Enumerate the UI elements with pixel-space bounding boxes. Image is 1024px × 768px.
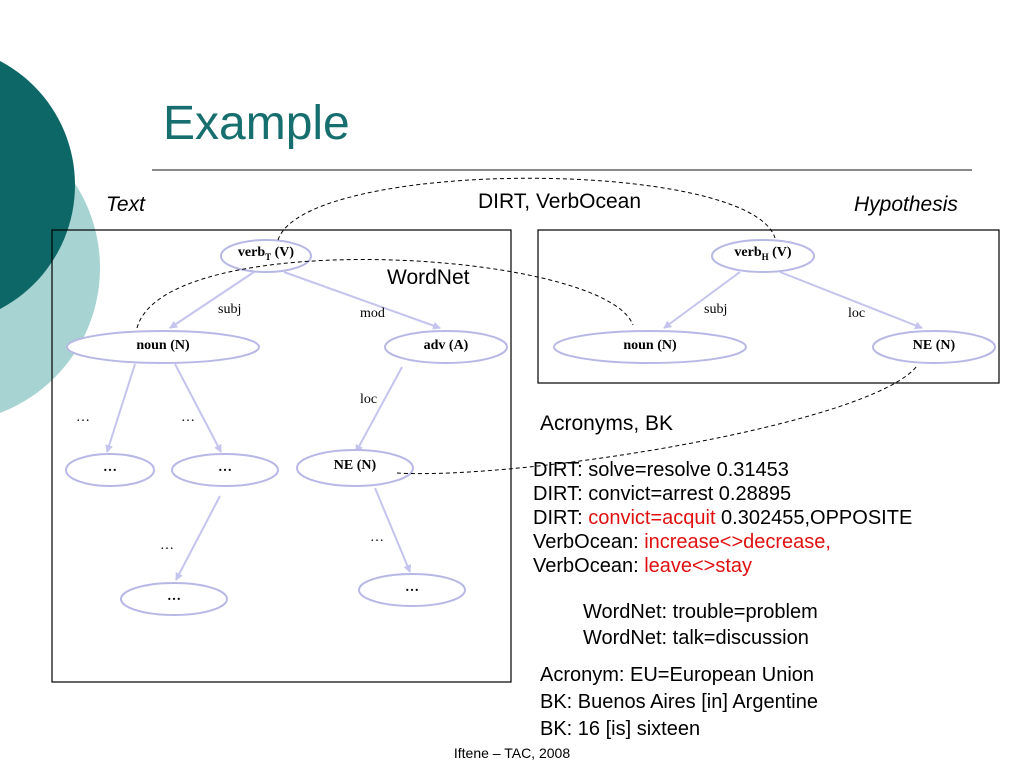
rule-line: VerbOcean: increase<>decrease, xyxy=(533,530,912,554)
rule-highlight: convict=acquit xyxy=(588,507,716,529)
text-caption: Text xyxy=(106,193,145,216)
node-hyp-verb-sub: H xyxy=(761,251,769,262)
rule-line: DIRT: solve=resolve 0.31453 xyxy=(533,458,912,482)
link-label-wordnet: WordNet xyxy=(387,266,470,289)
node-text-ne xyxy=(296,449,414,487)
node-hyp-ne xyxy=(872,330,996,364)
edge-verb-noun xyxy=(169,271,255,329)
edge-verb-adv xyxy=(283,271,441,330)
edge-label-loc: loc xyxy=(360,392,378,407)
rule-suffix: convict=arrest 0.28895 xyxy=(588,483,792,505)
footer: Iftene – TAC, 2008 xyxy=(453,745,571,761)
hyp-edge-label-loc: loc xyxy=(848,306,866,321)
node-text-leaf2-label: … xyxy=(218,460,232,475)
node-text-leaf1 xyxy=(65,453,155,487)
edge-noun-leaf1 xyxy=(105,363,136,453)
node-text-ne-label: NE (N) xyxy=(333,458,377,473)
edge-hverb-ne xyxy=(779,271,923,330)
hypothesis-tree-box xyxy=(537,229,1000,384)
node-hyp-verb-label: verbH (V) xyxy=(712,245,814,262)
wordnet-rules: WordNet: trouble=problem WordNet: talk=d… xyxy=(583,599,818,651)
node-text-leaf4 xyxy=(358,573,466,607)
node-hyp-ne-label: NE (N) xyxy=(912,338,956,353)
edge-leaf2-leaf3 xyxy=(175,495,221,581)
rule-prefix: DIRT: xyxy=(533,483,589,505)
rule-prefix: DIRT: xyxy=(533,459,589,481)
node-text-noun-label: noun (N) xyxy=(136,338,190,353)
edge-hverb-noun xyxy=(663,271,741,329)
link-dirt-verbocean xyxy=(277,177,776,241)
node-hyp-verb-tail: (V) xyxy=(768,245,792,260)
node-text-leaf3-label: … xyxy=(167,589,181,604)
edge-noun-leaf2 xyxy=(174,363,222,453)
acronym-bk-rule: BK: 16 [is] sixteen xyxy=(540,718,701,740)
wordnet-rule: WordNet: talk=discussion xyxy=(583,627,809,649)
node-text-verb-main: verb xyxy=(237,245,266,260)
edge-label-dots1: … xyxy=(76,410,90,425)
rule-highlight: increase<>decrease, xyxy=(644,531,831,553)
node-text-adv xyxy=(384,330,508,364)
node-text-verb-tail: (V) xyxy=(271,245,295,260)
edge-label-dots2: … xyxy=(181,410,195,425)
link-wordnet xyxy=(136,259,634,329)
page-title: Example xyxy=(163,97,350,150)
node-hyp-noun xyxy=(553,330,747,364)
acronym-bk-rule: Acronym: EU=European Union xyxy=(540,664,815,686)
edge-label-dots4: … xyxy=(370,530,384,545)
rule-line: DIRT: convict=acquit 0.302455,OPPOSITE xyxy=(533,506,912,530)
node-text-noun xyxy=(66,330,260,364)
hypothesis-caption: Hypothesis xyxy=(854,193,958,216)
node-text-adv-label: adv (A) xyxy=(423,338,469,353)
rule-prefix: DIRT: xyxy=(533,507,589,529)
node-text-verb-label: verbT (V) xyxy=(221,245,311,262)
acronym-bk-rules: Acronym: EU=European Union BK: Buenos Ai… xyxy=(540,662,818,743)
node-hyp-verb xyxy=(711,239,815,273)
link-acronyms-bk xyxy=(396,365,918,475)
edge-label-dots3: … xyxy=(160,538,174,553)
node-text-leaf3 xyxy=(120,582,228,616)
link-label-acronyms-bk: Acronyms, BK xyxy=(540,412,674,435)
rule-suffix: solve=resolve 0.31453 xyxy=(588,459,789,481)
rule-line: DIRT: convict=arrest 0.28895 xyxy=(533,482,912,506)
edge-label-mod: mod xyxy=(360,306,385,321)
node-hyp-noun-label: noun (N) xyxy=(623,338,677,353)
hyp-edge-label-subj: subj xyxy=(704,302,728,317)
node-text-verb xyxy=(220,239,312,273)
rule-highlight: leave<>stay xyxy=(644,555,753,577)
rule-line: VerbOcean: leave<>stay xyxy=(533,554,912,578)
node-text-leaf2 xyxy=(171,453,279,487)
link-label-dirt-verbocean: DIRT, VerbOcean xyxy=(478,190,642,213)
dark-circle xyxy=(0,61,75,309)
rule-prefix: VerbOcean: xyxy=(533,531,645,553)
edge-ne-leaf4 xyxy=(374,487,411,573)
dirt-verbocean-rules: DIRT: solve=resolve 0.31453 DIRT: convic… xyxy=(533,458,912,578)
text-tree-box xyxy=(51,229,512,683)
edge-label-subj: subj xyxy=(218,302,242,317)
node-text-leaf1-label: … xyxy=(103,460,117,475)
node-text-leaf4-label: … xyxy=(405,580,419,595)
edge-adv-ne xyxy=(355,366,403,453)
node-hyp-verb-main: verb xyxy=(734,245,762,260)
rule-suffix: 0.302455,OPPOSITE xyxy=(715,507,913,529)
acronym-bk-rule: BK: Buenos Aires [in] Argentine xyxy=(540,691,818,713)
node-text-verb-sub: T xyxy=(265,251,272,262)
wordnet-rule: WordNet: trouble=problem xyxy=(583,601,818,623)
rule-prefix: VerbOcean: xyxy=(533,555,645,577)
